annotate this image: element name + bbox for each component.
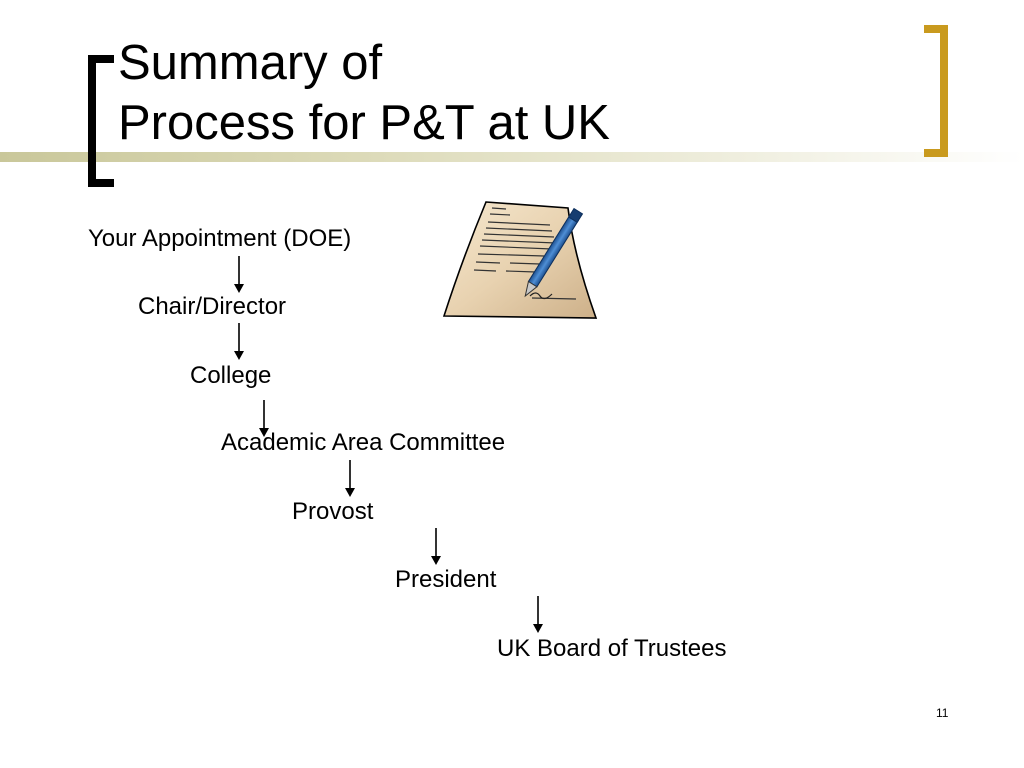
- process-step-board-of-trustees: UK Board of Trustees: [497, 635, 727, 662]
- arrow-down-icon: [234, 323, 244, 361]
- page-number: 11: [936, 706, 949, 720]
- left-bracket: [88, 55, 114, 187]
- arrow-down-icon: [533, 596, 543, 634]
- arrow-down-icon: [345, 460, 355, 498]
- process-step-provost: Provost: [292, 498, 374, 525]
- slide-title-line-1: Summary of: [118, 36, 383, 90]
- arrow-down-icon: [431, 528, 441, 566]
- title-rule: [0, 152, 1024, 162]
- document-with-pen-icon: [440, 196, 600, 322]
- slide-title-line-2: Process for P&T at UK: [118, 95, 610, 150]
- arrow-down-icon: [234, 256, 244, 294]
- arrow-down-icon: [259, 400, 269, 438]
- right-bracket: [924, 25, 948, 157]
- process-step-chair-director: Chair/Director: [138, 293, 287, 320]
- process-step-appointment: Your Appointment (DOE): [88, 225, 352, 252]
- slide-title: Summary of Process for P&T at UK: [118, 34, 610, 154]
- process-step-college: College: [190, 362, 272, 389]
- process-step-president: President: [395, 566, 497, 593]
- process-step-academic-area-committee: Academic Area Committee: [221, 429, 506, 456]
